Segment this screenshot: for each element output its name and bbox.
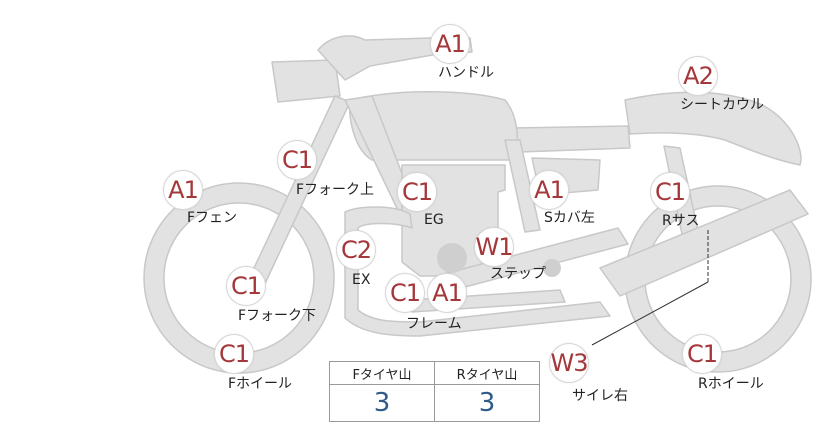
part-label-rear-shock: Rサス: [662, 213, 700, 229]
part-badge-fork-upper[interactable]: C1: [277, 140, 317, 180]
part-badge-engine[interactable]: C1: [397, 172, 437, 212]
rear-tire-header: Rタイヤ山: [434, 361, 540, 385]
part-badge-rear-wheel[interactable]: C1: [682, 334, 722, 374]
part-label-silencer-right: サイレ右: [572, 388, 628, 404]
part-badge-rear-shock[interactable]: C1: [650, 172, 690, 212]
part-badge-frame[interactable]: A1: [427, 273, 467, 313]
step-right: [543, 259, 561, 277]
seat-cowl: [624, 91, 802, 166]
part-badge-fork-lower[interactable]: C1: [226, 266, 266, 306]
part-label-front-fender: Fフェン: [187, 210, 238, 226]
headlight: [271, 59, 341, 103]
step-left: [437, 243, 467, 273]
tire-tread-table: Fタイヤ山 Rタイヤ山 3 3: [329, 361, 540, 422]
part-label-seat-cowl: シートカウル: [680, 97, 764, 113]
part-label-fork-upper: Fフォーク上: [296, 182, 375, 198]
part-label-rear-wheel: Rホイール: [698, 376, 764, 392]
part-label-fork-lower: Fフォーク下: [238, 308, 317, 324]
silencer-pointer: [591, 281, 709, 346]
part-badge-front-fender[interactable]: A1: [163, 170, 203, 210]
rear-tire-value[interactable]: 3: [434, 384, 540, 422]
part-badge-front-wheel[interactable]: C1: [214, 334, 254, 374]
part-label-exhaust: EX: [352, 272, 371, 288]
muffler: [599, 189, 809, 297]
part-label-step: ステップ: [490, 266, 546, 282]
part-label-frame: フレーム: [406, 316, 462, 332]
part-badge-frame-c1[interactable]: C1: [385, 273, 425, 313]
part-badge-seat-cowl[interactable]: A2: [678, 56, 718, 96]
part-badge-exhaust[interactable]: C2: [336, 230, 376, 270]
part-badge-side-cover[interactable]: A1: [529, 170, 569, 210]
part-badge-silencer-right[interactable]: W3: [549, 343, 589, 383]
seat: [511, 125, 631, 153]
frame-rear: [504, 139, 541, 233]
part-label-engine: EG: [424, 212, 444, 228]
front-tire-value[interactable]: 3: [329, 384, 435, 422]
exhaust-pipe: [344, 206, 611, 337]
part-label-handle: ハンドル: [438, 65, 494, 81]
fuel-tank: [348, 90, 519, 161]
part-label-side-cover: Sカバ左: [544, 210, 595, 226]
part-badge-step[interactable]: W1: [474, 227, 514, 267]
part-label-front-wheel: Fホイール: [228, 376, 293, 392]
part-badge-handle[interactable]: A1: [430, 24, 470, 64]
front-tire-header: Fタイヤ山: [329, 361, 435, 385]
